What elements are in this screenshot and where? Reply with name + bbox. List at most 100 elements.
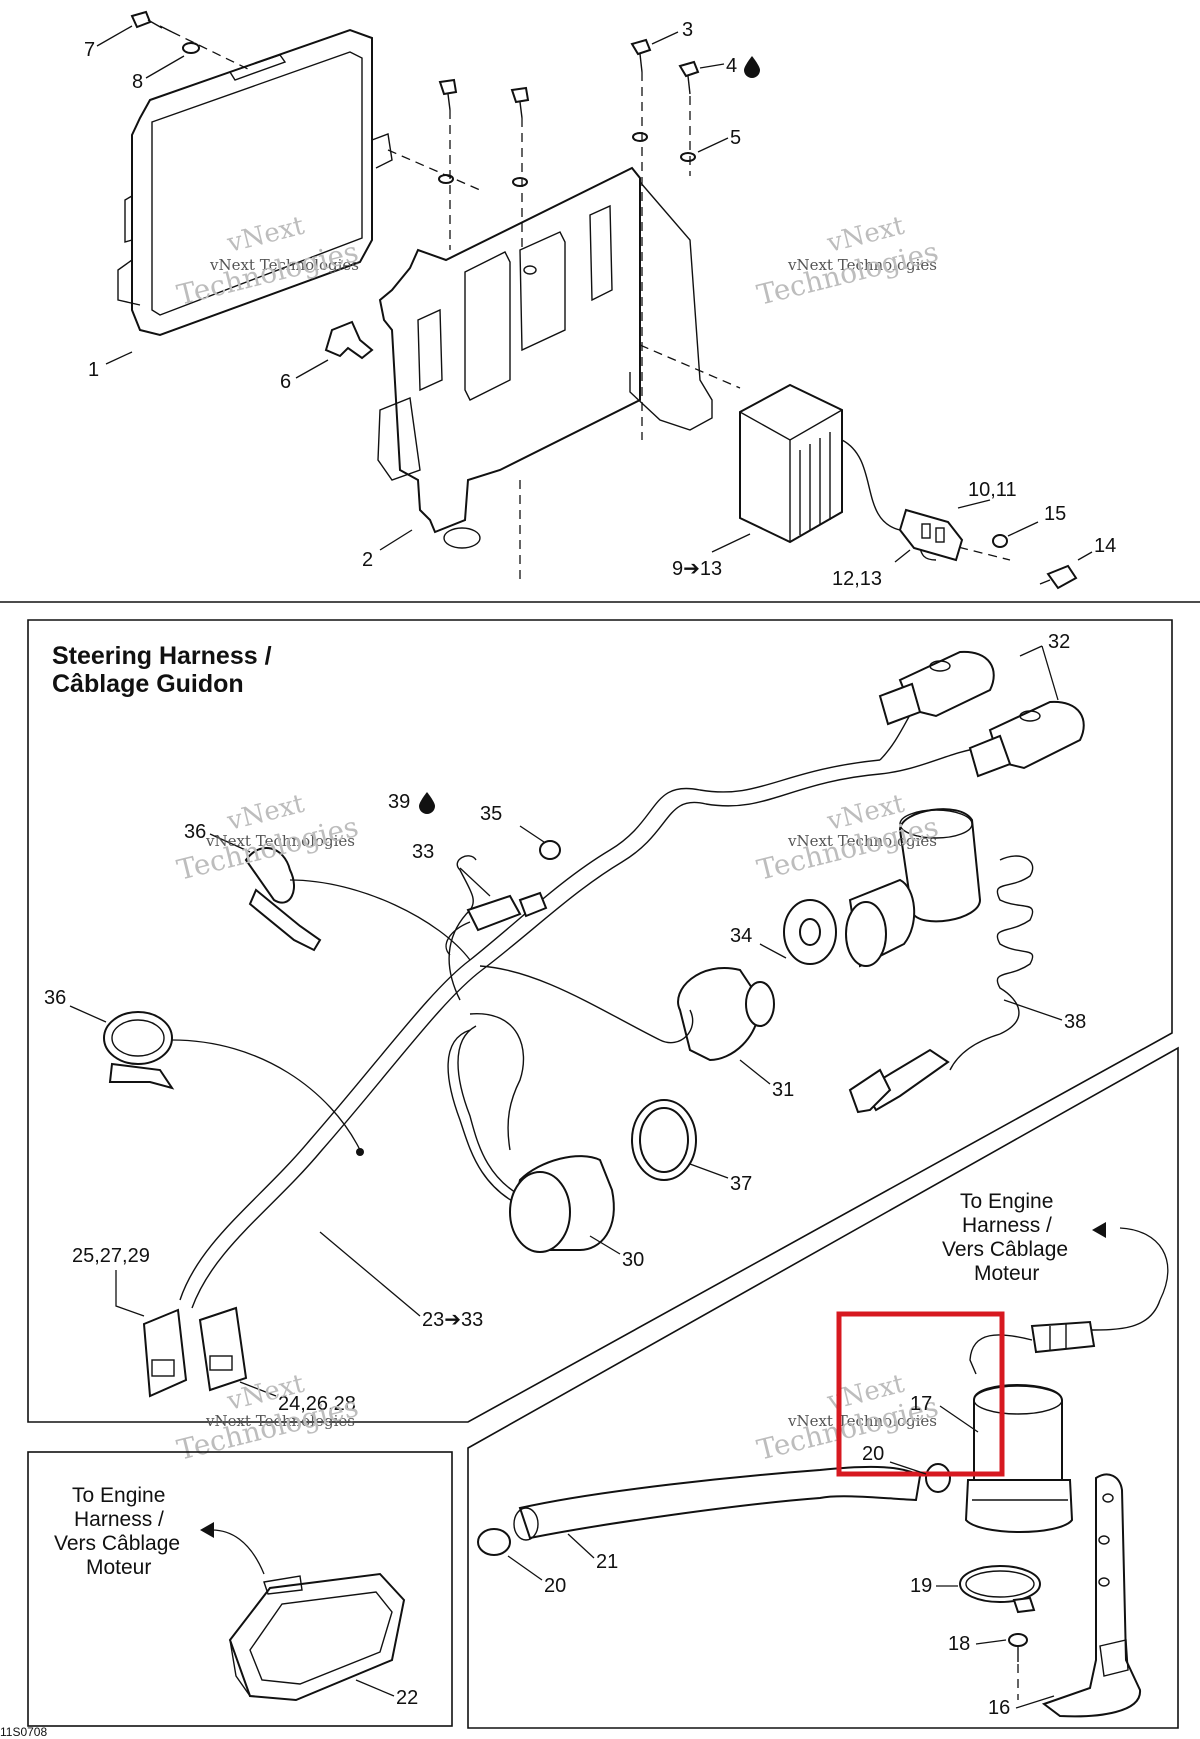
engine-note-left-line3: Vers Câblage xyxy=(54,1532,180,1555)
ecu-connector-22 xyxy=(228,1572,406,1702)
callout-7: 7 xyxy=(84,39,95,61)
junction-dot xyxy=(356,1148,364,1156)
clamp-36-upper xyxy=(244,847,322,952)
pump-callouts: 17 20 21 20 19 18 16 xyxy=(507,1393,1055,1719)
steering-title-line1: Steering Harness / xyxy=(52,642,272,670)
ecu-connector-section: To Engine Harness / Vers Câblage Moteur … xyxy=(27,1451,453,1727)
washer-15 xyxy=(992,534,1008,548)
callout-33: 33 xyxy=(412,841,434,863)
callout-16: 16 xyxy=(988,1697,1010,1719)
strap-19 xyxy=(959,1565,1041,1614)
pump-bracket-16 xyxy=(1017,1473,1142,1718)
engine-note-right-line1: To Engine xyxy=(960,1190,1053,1213)
washer-8 xyxy=(182,42,200,54)
hose-21 xyxy=(513,1465,922,1541)
callout-20-left: 20 xyxy=(544,1575,566,1597)
bolt-14 xyxy=(1039,564,1078,590)
steering-title-line2: Câblage Guidon xyxy=(52,670,244,698)
callout-3: 3 xyxy=(682,19,693,41)
callout-36-lower: 36 xyxy=(44,987,66,1009)
key-switch-connectors xyxy=(878,650,1085,778)
engine-note-left-line4: Moteur xyxy=(86,1556,151,1579)
sensor-33 xyxy=(445,891,548,956)
callout-34: 34 xyxy=(730,925,752,947)
hose-clamp-20-pump xyxy=(925,1463,951,1493)
callout-15: 15 xyxy=(1044,503,1066,525)
callout-18: 18 xyxy=(948,1633,970,1655)
connector-frame xyxy=(27,1451,453,1727)
washer-35 xyxy=(539,840,561,860)
drawing-reference: 11S0708 xyxy=(0,1725,47,1739)
svg-text:vNext Technologies: vNext Technologies xyxy=(787,832,937,850)
callout-31: 31 xyxy=(772,1079,794,1101)
callout-22: 22 xyxy=(396,1687,418,1709)
arrow-icon-right xyxy=(1092,1222,1106,1238)
drop-icon xyxy=(744,56,760,78)
callout-8: 8 xyxy=(132,71,143,93)
steering-frame xyxy=(27,619,1173,1423)
callout-38: 38 xyxy=(1064,1011,1086,1033)
top-callouts: 7 8 3 4 5 1 6 2 9➔13 10,11 12,13 15 1 xyxy=(84,19,1116,590)
callout-1: 1 xyxy=(88,359,99,381)
callout-23-33: 23➔33 xyxy=(422,1309,483,1331)
bracket-screws xyxy=(438,78,530,119)
engine-note-right-line4: Moteur xyxy=(974,1262,1039,1285)
svg-text:vNext Technologies: vNext Technologies xyxy=(787,256,937,274)
harness-end-connectors xyxy=(142,1306,248,1398)
callout-4: 4 xyxy=(726,55,737,77)
callout-2: 2 xyxy=(362,549,373,571)
svg-text:vNext Technologies: vNext Technologies xyxy=(205,832,355,850)
drop-icon-39 xyxy=(419,792,435,814)
bilge-pump-17 xyxy=(964,1384,1074,1533)
washer-5 xyxy=(680,152,696,162)
callout-9-13: 9➔13 xyxy=(672,558,722,580)
bolt-7 xyxy=(130,10,173,33)
retaining-ring-37 xyxy=(631,1099,697,1181)
engine-note-left-line1: To Engine xyxy=(72,1484,165,1507)
pump-connector xyxy=(1030,1320,1096,1354)
callout-6: 6 xyxy=(280,371,291,393)
callout-12-13: 12,13 xyxy=(832,568,882,590)
pump-frame xyxy=(467,1046,1179,1729)
engine-note-right-line2: Harness / xyxy=(962,1214,1052,1237)
top-section: 7 8 3 4 5 1 6 2 9➔13 10,11 12,13 15 1 xyxy=(84,10,1116,590)
mounting-bracket xyxy=(377,166,713,549)
highlight-box xyxy=(836,1311,1005,1477)
callout-20-pump: 20 xyxy=(862,1443,884,1465)
svg-text:vNext Technologies: vNext Technologies xyxy=(787,1412,937,1430)
callout-35: 35 xyxy=(480,803,502,825)
arrow-icon-left xyxy=(200,1522,214,1538)
callout-19: 19 xyxy=(910,1575,932,1597)
key-cap-parts xyxy=(783,878,916,968)
callout-10-11: 10,11 xyxy=(968,479,1017,501)
key-switch-31 xyxy=(659,967,775,1062)
rubber-boot-30 xyxy=(509,1155,615,1253)
assembly-lines xyxy=(171,31,1011,582)
callout-37: 37 xyxy=(730,1173,752,1195)
bolt-3 xyxy=(630,38,652,73)
callout-36-upper: 36 xyxy=(184,821,206,843)
clamp-36-lower xyxy=(103,1011,175,1090)
callout-25-27-29: 25,27,29 xyxy=(72,1245,150,1267)
steering-callouts: 32 39 35 33 36 36 34 38 31 37 30 25,27,2… xyxy=(44,631,1086,1415)
clip-6 xyxy=(324,320,374,360)
engine-note-right-line3: Vers Câblage xyxy=(942,1238,1068,1261)
callout-39: 39 xyxy=(388,791,410,813)
screw-18 xyxy=(1008,1633,1028,1662)
ecu-module xyxy=(117,28,393,337)
coiled-lanyard xyxy=(848,808,1034,1114)
bolt-4 xyxy=(678,60,700,95)
callout-5: 5 xyxy=(730,127,741,149)
voltage-regulator xyxy=(739,383,937,561)
callout-32: 32 xyxy=(1048,631,1070,653)
bilge-pump-section: To Engine Harness / Vers Câblage Moteur xyxy=(467,1046,1179,1729)
callout-14: 14 xyxy=(1094,535,1116,557)
callout-30: 30 xyxy=(622,1249,644,1271)
callout-24-26-28: 24,26,28 xyxy=(278,1393,356,1415)
callout-17: 17 xyxy=(910,1393,932,1415)
svg-text:vNext Technologies: vNext Technologies xyxy=(209,256,359,274)
svg-text:vNext Technologies: vNext Technologies xyxy=(205,1412,355,1430)
engine-note-left-line2: Harness / xyxy=(74,1508,164,1531)
callout-21: 21 xyxy=(596,1551,618,1573)
hose-clamp-20-left xyxy=(477,1528,511,1556)
